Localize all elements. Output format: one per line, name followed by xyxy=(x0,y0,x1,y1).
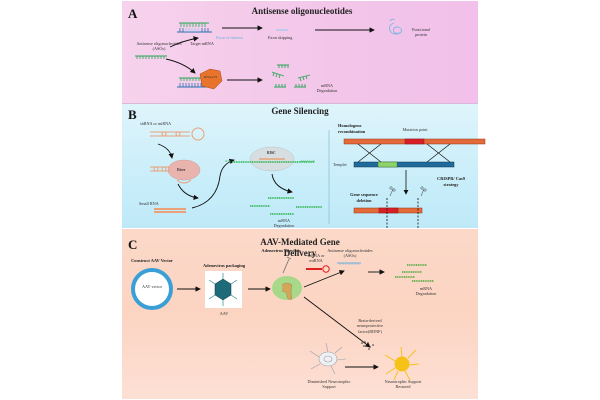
label-gene-sequence-deletion: Gene sequence deletion xyxy=(350,192,378,203)
aav-vector-ring xyxy=(131,268,173,310)
label-polya: AAAAAAA xyxy=(300,159,316,163)
label-dicer: Dicer xyxy=(177,168,186,172)
label-mrna-degradation-b: mRNA Degradation xyxy=(273,218,295,229)
label-m7g: m7G xyxy=(225,159,231,163)
panel-aav-gene-delivery: C AAV-Mediated Gene Delivery xyxy=(122,229,478,399)
brain-inner-structure xyxy=(281,282,293,300)
label-templet: Templet xyxy=(333,162,347,167)
label-homologous-recombination: Homologous recombination xyxy=(338,123,366,134)
label-shrna-c: shRNA or miRNA xyxy=(307,253,325,264)
label-shrna-b: shRNA or miRNA xyxy=(140,121,172,126)
degraded-mrna-fragments xyxy=(250,197,322,215)
panel-letter-a: A xyxy=(128,6,138,21)
scissors-icon xyxy=(389,186,427,197)
panel-title-c-line1: AAV-Mediated Gene xyxy=(260,237,340,247)
syringe-icon xyxy=(282,256,292,274)
arrow-to-degradation xyxy=(271,173,293,194)
restored-neuron-icon xyxy=(384,346,420,381)
bdnf-molecules xyxy=(361,341,374,350)
aav-virus-icon xyxy=(208,273,238,306)
genomic-dna-bar xyxy=(343,138,486,145)
label-exon-skipping: Exon skipping xyxy=(268,35,293,40)
label-support-restored: Neurotrophic Support Restored xyxy=(384,379,422,390)
label-exon-of-interest: Exon of interest xyxy=(216,35,243,40)
label-aav: AAV xyxy=(219,311,229,316)
arrow-to-dicer xyxy=(157,143,174,159)
gene-silencing-diagram xyxy=(150,127,486,228)
mrna-fragments xyxy=(271,64,311,88)
degraded-mrna-c xyxy=(395,264,434,282)
cut-hairpin xyxy=(150,166,192,184)
antisense-diagram xyxy=(135,18,403,90)
panel-title-c-line2: Delivery xyxy=(283,248,317,258)
arrow-to-small-rna xyxy=(177,183,199,201)
label-bdnf: Brain-derived neuroprotective factor(BDN… xyxy=(356,318,384,334)
arrow-to-rnase xyxy=(165,58,196,74)
label-rnase-h: RNase H xyxy=(204,75,217,79)
shrna-hairpin-red xyxy=(306,265,330,273)
label-construct-aav: Construct AAV Vector xyxy=(131,258,173,263)
label-risc: RISC xyxy=(267,151,276,155)
arrow-to-risc xyxy=(191,158,235,209)
label-small-rna: Small RNA xyxy=(139,201,159,206)
label-mrna-degradation-a: mRNA Degradation xyxy=(316,83,338,94)
panel-antisense-oligonucleotides: A Antisense oligonucleotides xyxy=(122,1,478,104)
arrow-to-restored xyxy=(303,296,371,348)
recombination-crossover xyxy=(357,143,451,163)
template-bar xyxy=(353,161,455,168)
rnase-h-enzyme xyxy=(199,68,223,90)
aav-delivery-diagram xyxy=(131,256,434,381)
shrna-hairpin xyxy=(150,127,205,141)
target-mrna-duplex xyxy=(177,22,212,33)
aso-strand xyxy=(135,55,167,59)
label-asos-c: Antisense oligonucleotides (ASOs) xyxy=(327,248,373,259)
label-aav-vector: AAV vector xyxy=(142,284,162,289)
panel-letter-b: B xyxy=(128,107,137,122)
rnase-duplex xyxy=(177,77,209,88)
label-mrna-degradation-c: mRNA Degradation xyxy=(415,286,437,297)
label-target-mrna: Target mRNA xyxy=(190,41,214,46)
functional-protein-icon xyxy=(389,18,403,35)
dicer-enzyme xyxy=(167,159,201,181)
label-asos: Antisense oligonucleotides (ASOs) xyxy=(136,41,182,52)
arrow-to-target xyxy=(169,36,199,48)
arrow-to-rnai xyxy=(303,270,345,288)
label-functional-protein: Functional protein xyxy=(412,27,430,38)
cut-lines xyxy=(386,198,419,228)
small-rna xyxy=(154,208,186,213)
panel-title-a: Antisense oligonucleotides xyxy=(251,6,353,16)
label-mutation-point: Mutation point xyxy=(402,127,428,132)
panel-gene-silencing: B Gene Silencing xyxy=(122,104,486,229)
label-crispr-strategy: CRISPR/ Cas9 strategy xyxy=(437,176,465,187)
panel-letter-c: C xyxy=(128,237,138,252)
label-diminished-support: Diminished Neurotrophic Support xyxy=(307,379,351,390)
edited-dna-bar xyxy=(353,207,423,214)
aso-strand-c xyxy=(337,262,361,265)
diminished-neuron-icon xyxy=(309,342,347,375)
label-adenovirus-packaging: Adenovirus packaging xyxy=(202,263,246,268)
label-adenovirus-injection: Adenovirus injection xyxy=(261,248,301,253)
panel-title-b: Gene Silencing xyxy=(271,106,329,116)
